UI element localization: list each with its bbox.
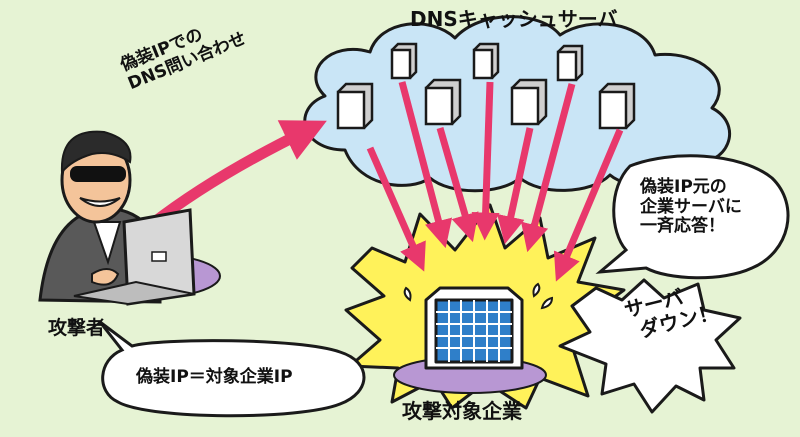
response-arrow — [520, 83, 576, 253]
spoof-note-label: 偽装IP＝対象企業IP — [136, 367, 293, 387]
response-arrow — [366, 146, 426, 272]
mass-response-label: 偽装IP元の 企業サーバに 一斉応答！ — [640, 177, 742, 237]
attacker-figure — [38, 130, 221, 306]
cache-server-icon — [472, 42, 500, 80]
cache-server-icon — [510, 78, 548, 126]
target-building-icon — [424, 286, 524, 370]
target-label: 攻撃対象企業 — [402, 399, 522, 423]
cache-server-icon — [390, 42, 418, 80]
sunglasses-icon — [70, 166, 126, 182]
cache-server-icon — [556, 44, 584, 82]
cache-server-icons — [336, 42, 636, 130]
response-arrows — [366, 81, 624, 282]
response-arrow — [398, 81, 453, 249]
cache-server-icon — [336, 82, 374, 130]
response-arrow — [436, 127, 479, 243]
response-arrow — [553, 128, 624, 282]
response-line-1: 偽装IP元の — [640, 177, 727, 197]
cloud-title: DNSキャッシュサーバ — [410, 7, 618, 31]
laptop-icon — [73, 208, 196, 306]
sweat-drops — [403, 282, 554, 310]
cache-server-icon — [598, 82, 636, 130]
spoof-note-bubble — [98, 320, 366, 418]
response-line-3: 一斉応答！ — [640, 216, 725, 237]
response-line-2: 企業サーバに — [640, 196, 742, 217]
cache-server-icon — [424, 78, 462, 126]
mass-response-bubble — [595, 154, 790, 280]
response-arrow — [471, 81, 500, 241]
attacker-label: 攻撃者 — [48, 317, 106, 339]
server-down-bubble — [558, 278, 742, 414]
response-arrow — [497, 127, 534, 245]
query-arrow — [148, 120, 327, 229]
